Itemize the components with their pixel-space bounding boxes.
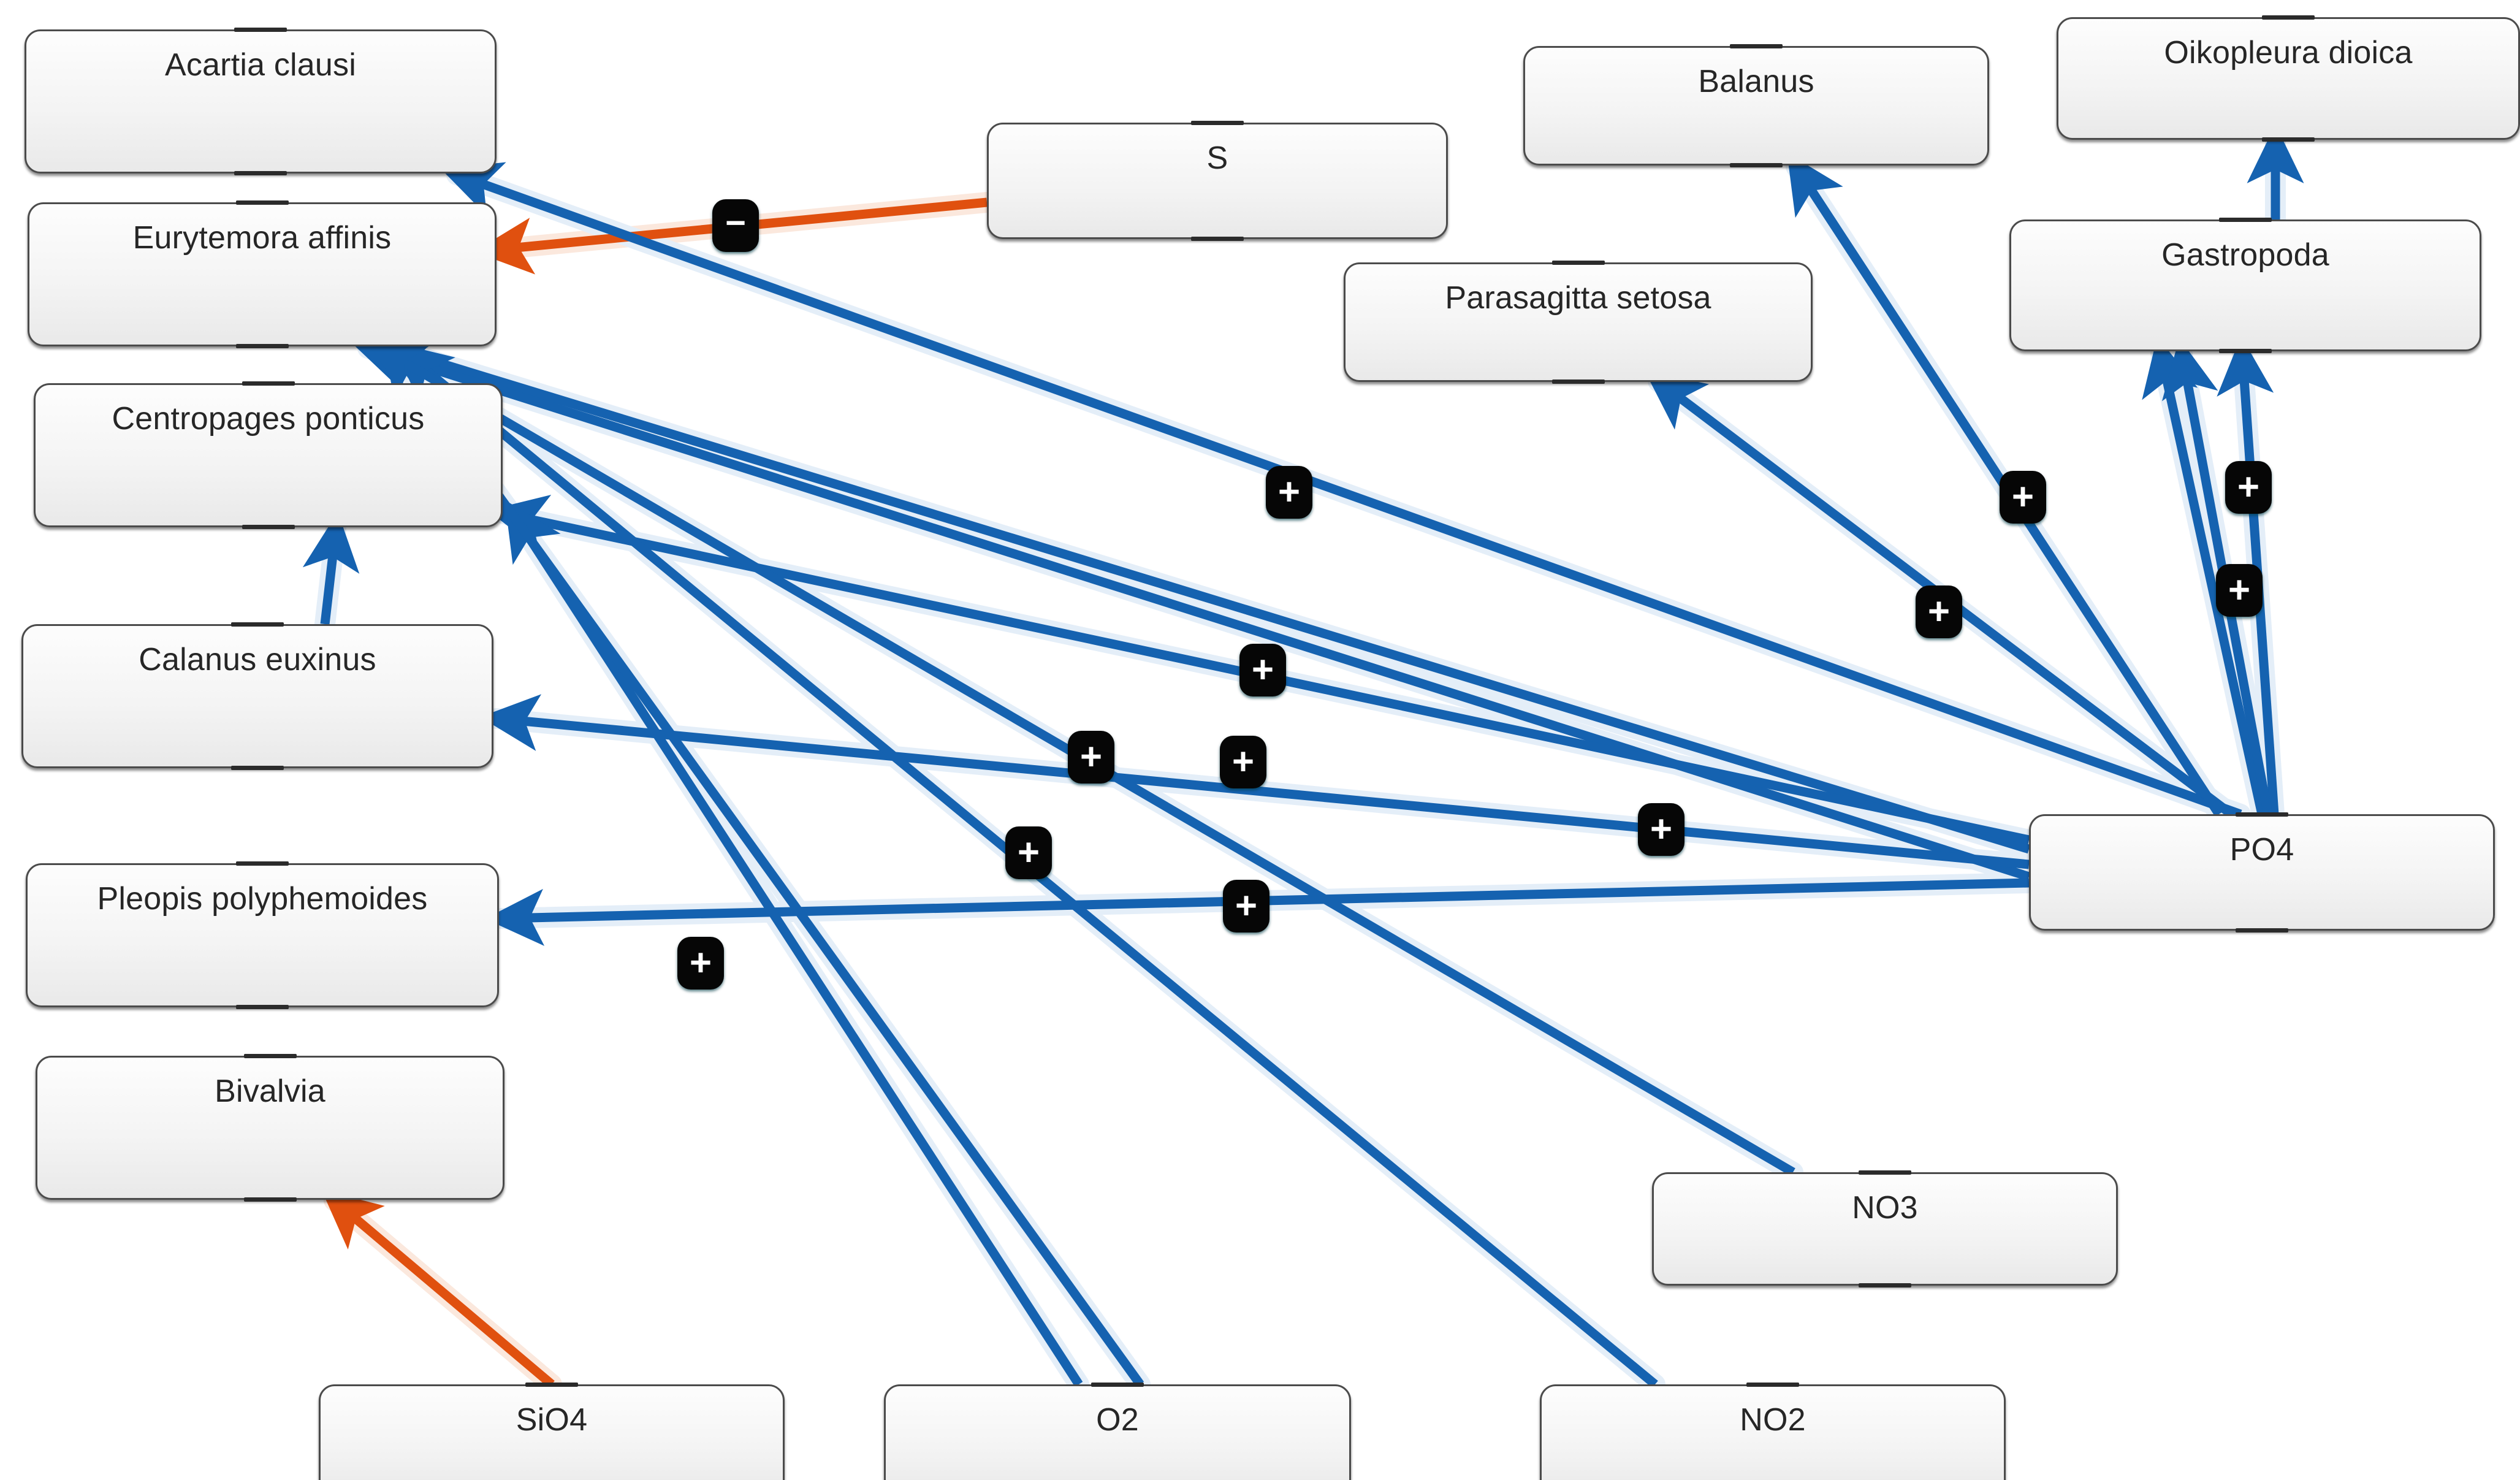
node-connector-top [2236,812,2288,817]
positive-sign-badge[interactable]: + [1220,736,1266,788]
node-label: O2 [1096,1402,1139,1438]
edge-e4-po4-to-eurytemora[interactable] [375,333,2031,854]
node-connector-top [1859,1170,1911,1175]
node-connector-top [525,1383,578,1387]
node-connector-bottom [2262,137,2315,142]
badge-symbol: + [1251,649,1274,692]
edge-e15-o2-to-centropages[interactable] [504,500,1083,1387]
positive-sign-badge[interactable]: + [2216,564,2263,617]
badge-symbol: + [689,942,712,985]
badge-symbol: + [2237,466,2260,509]
node-label: NO3 [1852,1190,1918,1226]
node-label: Eurytemora affinis [132,220,392,256]
node-no2[interactable]: NO2 [1540,1383,2006,1480]
node-connector-bottom [231,766,284,770]
badge-symbol: + [1231,741,1255,784]
node-parasagitta[interactable]: Parasagitta setosa [1344,261,1813,384]
node-connector-bottom [1859,1283,1911,1287]
edge-e10-po4-to-gastropoda[interactable] [2142,336,2267,815]
node-connector-top [1551,261,1605,265]
node-label: NO2 [1740,1402,1806,1438]
positive-sign-badge[interactable]: + [1223,880,1270,933]
badge-symbol: + [1235,885,1258,928]
node-s[interactable]: S [987,121,1448,241]
node-connector-top [242,381,295,386]
node-po4[interactable]: PO4 [2029,812,2495,933]
node-acartia[interactable]: Acartia clausi [25,28,497,175]
node-label: Oikopleura dioica [2164,35,2413,71]
badge-symbol: + [1927,590,1951,633]
node-connector-top [2219,218,2272,222]
node-connector-top [234,28,287,32]
node-centropages[interactable]: Centropages ponticus [34,381,503,529]
node-connector-top [236,861,289,866]
badge-symbol: + [1650,808,1673,851]
edge-e2-sio4-to-bivalvia[interactable] [321,1189,555,1388]
node-label: Acartia clausi [164,47,357,83]
node-connector-top [1091,1383,1144,1387]
positive-sign-badge[interactable]: + [2225,461,2272,514]
node-connector-top [1730,44,1783,48]
positive-sign-badge[interactable]: + [1638,803,1684,856]
positive-sign-badge[interactable]: + [1005,826,1052,879]
node-label: Balanus [1698,64,1814,99]
node-connector-top [1746,1383,1799,1387]
node-label: SiO4 [516,1402,588,1438]
node-connector-top [1191,121,1244,125]
badge-symbol: + [1017,831,1040,874]
edge-e7-po4-to-calanus[interactable] [480,694,2030,869]
positive-sign-badge[interactable]: + [677,937,724,990]
node-connector-bottom [2219,349,2272,353]
node-label: Gastropoda [2161,237,2329,273]
node-calanus[interactable]: Calanus euxinus [21,622,493,770]
node-connector-bottom [242,525,295,529]
node-connector-top [231,622,284,627]
node-label: Pleopis polyphemoides [97,881,428,917]
node-label: Centropages ponticus [112,401,425,437]
positive-sign-badge[interactable]: + [1916,586,1962,638]
node-oikopleura[interactable]: Oikopleura dioica [2057,15,2520,142]
node-connector-bottom [1551,380,1605,384]
node-label: Parasagitta setosa [1445,280,1711,316]
negative-sign-badge[interactable]: − [712,199,759,252]
node-connector-bottom [2236,928,2288,933]
node-connector-bottom [234,171,287,175]
node-connector-bottom [1730,163,1783,167]
badge-symbol: − [725,202,746,243]
node-connector-top [235,200,289,205]
badge-symbol: + [2011,476,2035,519]
node-connector-bottom [1191,237,1244,241]
node-connector-top [2262,15,2315,20]
node-connector-top [243,1054,297,1058]
node-o2[interactable]: O2 [884,1383,1351,1480]
edge-e19-calanus-to-centropages[interactable] [302,512,360,625]
positive-sign-badge[interactable]: + [2000,471,2046,524]
badge-symbol: + [1277,471,1301,514]
node-label: S [1206,140,1228,176]
positive-sign-badge[interactable]: + [1068,731,1114,784]
node-label: PO4 [2229,832,2294,868]
node-gastropoda[interactable]: Gastropoda [2009,218,2481,353]
edge-e16-o2-to-eurytemora[interactable] [383,335,1144,1387]
node-label: Bivalvia [215,1074,325,1109]
node-balanus[interactable]: Balanus [1523,44,1989,167]
node-connector-bottom [236,1005,289,1009]
node-sio4[interactable]: SiO4 [319,1383,785,1480]
node-connector-bottom [243,1197,297,1202]
node-no3[interactable]: NO3 [1652,1170,2118,1287]
node-eurytemora[interactable]: Eurytemora affinis [28,200,497,348]
badge-symbol: + [1079,736,1103,779]
node-bivalvia[interactable]: Bivalvia [36,1054,504,1202]
node-connector-bottom [235,344,289,348]
node-pleopis[interactable]: Pleopis polyphemoides [26,861,499,1009]
edge-e5-po4-to-eurytemora[interactable] [352,334,2031,882]
badge-symbol: + [2228,569,2251,612]
edge-e3-po4-to-acartia[interactable] [441,162,2242,819]
positive-sign-badge[interactable]: + [1266,466,1312,519]
node-label: Calanus euxinus [139,642,376,677]
positive-sign-badge[interactable]: + [1239,644,1286,696]
